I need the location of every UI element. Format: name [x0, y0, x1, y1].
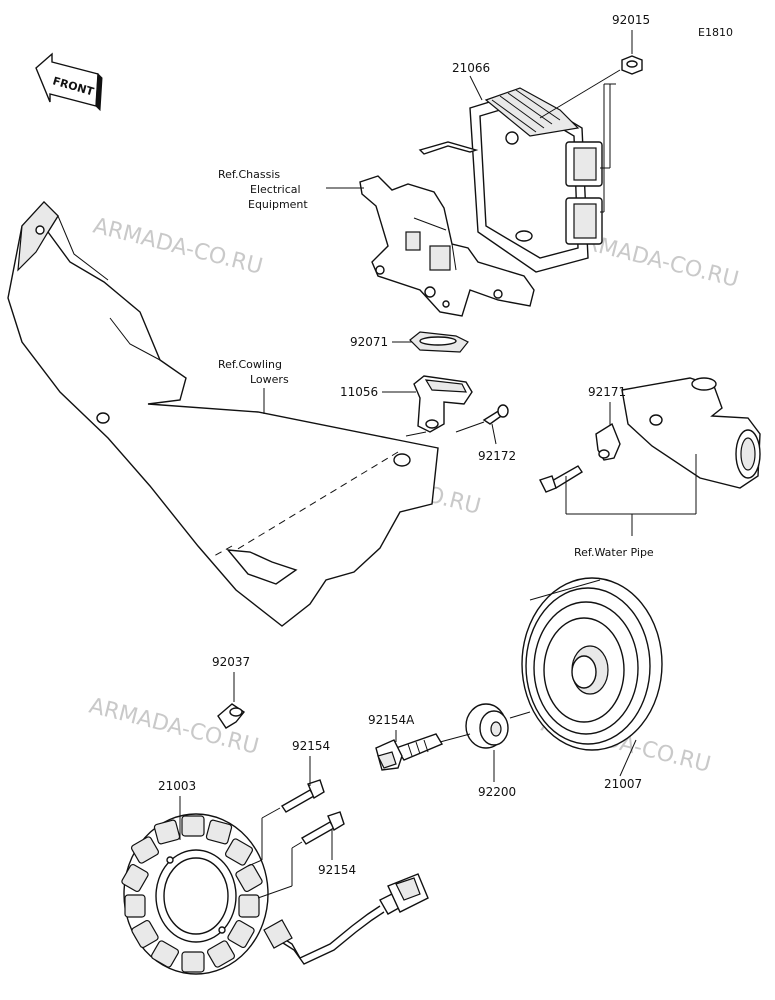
watermark-4: ARMADA-CO.RU [87, 694, 261, 760]
ref-water-pipe: Ref.Water Pipe [574, 546, 654, 559]
front-arrow-icon: FRONT [35, 52, 103, 112]
label-92154a: 92154A [368, 713, 415, 727]
label-92172: 92172 [478, 449, 516, 463]
bolt-water-pipe [539, 465, 583, 493]
diagram-code: E1810 [698, 26, 733, 39]
cowling-lower [7, 200, 439, 627]
bolt-92154-top [281, 779, 325, 813]
label-11056: 11056 [340, 385, 378, 399]
clamp-92171 [595, 422, 621, 461]
rotor-21007 [521, 577, 663, 751]
stator-harness [263, 873, 429, 965]
label-92154-top: 92154 [292, 739, 330, 753]
label-92154-bottom: 92154 [318, 863, 356, 877]
bracket-11056 [413, 375, 473, 433]
nut-92015 [621, 55, 643, 75]
screw-92172 [482, 404, 509, 425]
water-pipe [621, 377, 761, 489]
label-21007: 21007 [604, 777, 642, 791]
regulator-rectifier-21066 [418, 87, 603, 273]
bolt-92154-bottom [301, 811, 345, 845]
watermark-1: ARMADA-CO.RU [91, 214, 265, 280]
stator-21003 [121, 813, 269, 975]
ref-chassis-line2: Electrical [250, 183, 301, 196]
label-92200: 92200 [478, 785, 516, 799]
grommet-92071 [409, 331, 469, 353]
ref-cowling-line2: Lowers [250, 373, 289, 386]
label-92171: 92171 [588, 385, 626, 399]
label-92071: 92071 [350, 335, 388, 349]
ref-cowling-line1: Ref.Cowling [218, 358, 282, 371]
label-92015: 92015 [612, 13, 650, 27]
ref-chassis-line1: Ref.Chassis [218, 168, 280, 181]
label-92037: 92037 [212, 655, 250, 669]
bolt-92154a [375, 733, 444, 771]
chassis-bracket [359, 175, 535, 317]
washer-92200 [465, 703, 509, 749]
label-21066: 21066 [452, 61, 490, 75]
label-21003: 21003 [158, 779, 196, 793]
clip-92037 [217, 703, 246, 729]
ref-chassis-line3: Equipment [248, 198, 308, 211]
